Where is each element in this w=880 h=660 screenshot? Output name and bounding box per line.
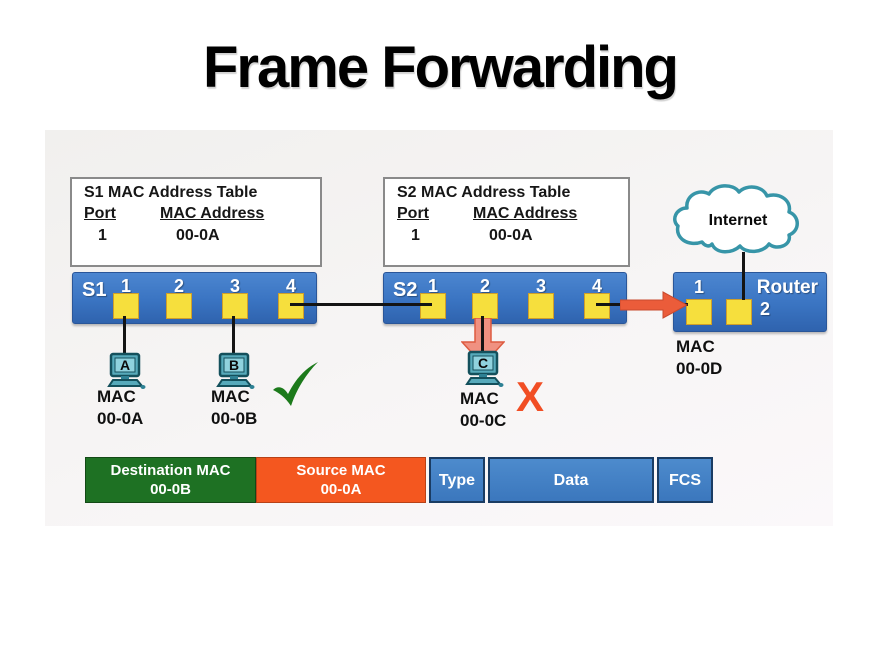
router-label: Router xyxy=(756,277,818,298)
link-s1p3-hostB xyxy=(232,316,235,362)
frame-field-destination-mac: Destination MAC 00-0B xyxy=(85,457,256,503)
s2-port4-number: 4 xyxy=(591,276,602,296)
host-c-mac-label: MAC 00-0C xyxy=(460,388,506,432)
host-b-computer-icon: B xyxy=(216,352,255,389)
host-c-letter: C xyxy=(478,355,488,371)
s1-port3-jack xyxy=(222,293,248,319)
s2-port3-jack xyxy=(528,293,554,319)
s1-port2-number: 2 xyxy=(173,276,184,296)
link-s1p4-s2p1 xyxy=(290,303,432,306)
s2-port2-jack xyxy=(472,293,498,319)
router-mac-word: MAC xyxy=(676,337,715,356)
forward-arrow-right-icon xyxy=(620,291,688,319)
frame-data-label: Data xyxy=(553,471,589,489)
host-b-mac-value: 00-0B xyxy=(211,409,258,428)
switch-s2: S2 1 2 3 4 xyxy=(383,272,627,324)
host-c-computer-icon: C xyxy=(465,350,504,387)
host-b-letter: B xyxy=(229,357,239,373)
host-a-mac-word: MAC xyxy=(97,387,136,406)
s1-row-mac: 00-0A xyxy=(176,227,220,244)
check-icon xyxy=(273,362,318,406)
router-port1-number: 1 xyxy=(693,277,704,297)
host-a-mac-label: MAC 00-0A xyxy=(97,386,143,430)
s2-port1-number: 1 xyxy=(427,276,438,296)
host-c-mac-word: MAC xyxy=(460,389,499,408)
s2-row-port: 1 xyxy=(411,227,420,244)
frame-field-source-mac: Source MAC 00-0A xyxy=(256,457,426,503)
host-a-mac-value: 00-0A xyxy=(97,409,144,428)
host-b-mac-label: MAC 00-0B xyxy=(211,386,257,430)
frame-field-fcs: FCS xyxy=(657,457,713,503)
router-mac-value: 00-0D xyxy=(676,359,723,378)
s1-mac-table-title: S1 MAC Address Table xyxy=(84,184,258,201)
router-mac-label: MAC 00-0D xyxy=(676,336,722,380)
frame-dest-value: 00-0B xyxy=(150,481,191,498)
s1-row-port: 1 xyxy=(98,227,107,244)
s1-port1-number: 1 xyxy=(120,276,131,296)
host-a-computer-icon: A xyxy=(107,352,146,389)
frame-type-label: Type xyxy=(438,471,476,489)
x-mark-icon: X xyxy=(516,373,545,420)
s2-row-mac: 00-0A xyxy=(489,227,533,244)
s2-mac-table: S2 MAC Address Table Port MAC Address 1 … xyxy=(383,177,630,267)
s2-port3-number: 3 xyxy=(535,276,546,296)
router-port2-number: 2 xyxy=(759,299,770,319)
link-s1p1-hostA xyxy=(123,316,126,362)
s1-port1-jack xyxy=(113,293,139,319)
host-b-mac-word: MAC xyxy=(211,387,250,406)
link-s2p2-hostC xyxy=(481,316,484,368)
s1-port-header: Port xyxy=(84,205,116,222)
frame-fcs-label: FCS xyxy=(669,471,701,489)
frame-field-type: Type xyxy=(429,457,485,503)
s2-mac-header: MAC Address xyxy=(473,205,578,222)
s1-port3-number: 3 xyxy=(229,276,240,296)
link-cloud-router xyxy=(742,252,745,300)
host-c-mac-value: 00-0C xyxy=(460,411,507,430)
router-port1-jack xyxy=(686,299,712,325)
internet-cloud-icon xyxy=(673,184,799,254)
s2-mac-table-title: S2 MAC Address Table xyxy=(397,184,571,201)
router: Router 1 2 xyxy=(673,272,827,332)
router-port2-jack xyxy=(726,299,752,325)
frame-src-value: 00-0A xyxy=(320,481,362,498)
s1-mac-table: S1 MAC Address Table Port MAC Address 1 … xyxy=(70,177,322,267)
frame-dest-label: Destination MAC xyxy=(110,462,231,479)
s1-mac-header: MAC Address xyxy=(160,205,265,222)
s1-port4-jack xyxy=(278,293,304,319)
s2-port-header: Port xyxy=(397,205,429,222)
page-title: Frame Forwarding xyxy=(203,35,679,100)
internet-label: Internet xyxy=(708,212,768,229)
s2-port2-number: 2 xyxy=(479,276,490,296)
switch-s2-label: S2 xyxy=(393,279,418,301)
s2-port4-jack xyxy=(584,293,610,319)
frame-field-data: Data xyxy=(488,457,654,503)
switch-s1-label: S1 xyxy=(82,279,107,301)
host-a-letter: A xyxy=(120,357,130,373)
frame-src-label: Source MAC xyxy=(296,462,386,479)
switch-s1: S1 1 2 3 4 xyxy=(72,272,317,324)
s1-port4-number: 4 xyxy=(285,276,296,296)
s2-port1-jack xyxy=(420,293,446,319)
s1-port2-jack xyxy=(166,293,192,319)
